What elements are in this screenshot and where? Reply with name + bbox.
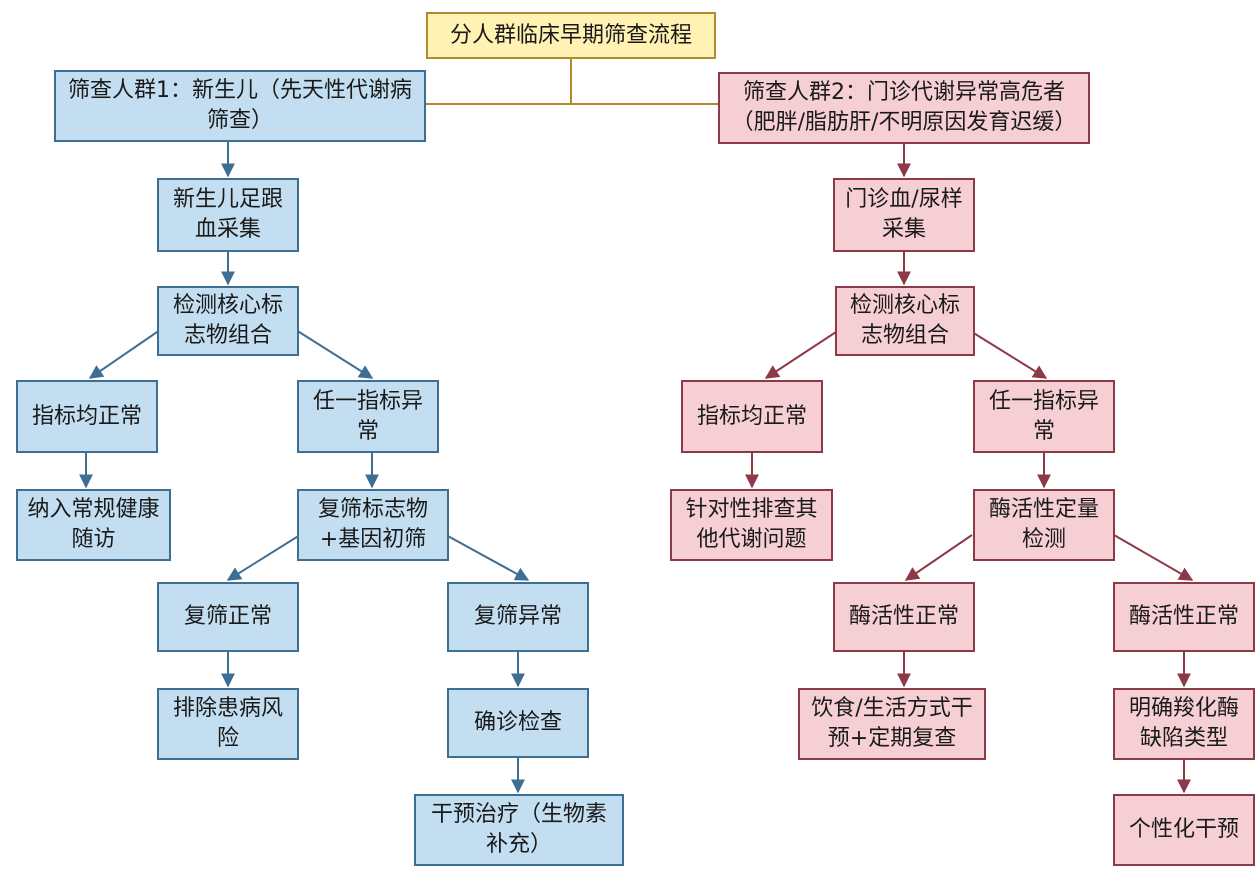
arrow-left-rescreen-to-abnormal — [445, 534, 530, 581]
right-markers-node: 检测核心标志物组合 — [835, 286, 975, 356]
arrow-right-markers-to-abnormal — [971, 331, 1048, 379]
right-enzyme-node: 酶活性定量检测 — [973, 489, 1115, 561]
right-other-node: 针对性排查其他代谢问题 — [670, 489, 833, 561]
right-normal-node: 指标均正常 — [681, 380, 823, 453]
right-group-node: 筛查人群2：门诊代谢异常高危者（肥胖/脂肪肝/不明原因发育迟缓） — [718, 72, 1090, 144]
arrow-left-markers-to-normal — [88, 329, 161, 379]
flowchart-title: 分人群临床早期筛查流程 — [426, 12, 716, 59]
right-personal-node: 个性化干预 — [1113, 794, 1255, 866]
left-sample-node: 新生儿足跟血采集 — [157, 178, 299, 252]
left-confirm-node: 确诊检查 — [447, 688, 589, 758]
arrow-left-rescreen-to-normal — [226, 534, 301, 581]
left-rescreen-normal-node: 复筛正常 — [157, 582, 299, 652]
left-abnormal-node: 任一指标异常 — [297, 380, 439, 453]
right-deficiency-node: 明确羧化酶缺陷类型 — [1113, 688, 1255, 760]
right-lifestyle-node: 饮食/生活方式干预+定期复查 — [798, 688, 986, 760]
arrow-right-enzyme-to-normal-b — [1113, 534, 1194, 581]
left-markers-node: 检测核心标志物组合 — [157, 286, 299, 356]
title-connector — [426, 59, 718, 105]
left-treat-node: 干预治疗（生物素补充） — [414, 794, 624, 866]
left-followup-node: 纳入常规健康随访 — [16, 489, 171, 561]
right-enzyme-normal-b-node: 酶活性正常 — [1113, 582, 1255, 652]
arrow-right-enzyme-to-normal-a — [904, 534, 973, 581]
left-normal-node: 指标均正常 — [16, 380, 158, 453]
right-sample-node: 门诊血/尿样采集 — [833, 178, 975, 252]
right-enzyme-normal-a-node: 酶活性正常 — [833, 582, 975, 652]
left-group-node: 筛查人群1：新生儿（先天性代谢病筛查） — [54, 70, 426, 142]
arrow-left-markers-to-abnormal — [295, 329, 374, 379]
left-rescreen-node: 复筛标志物+基因初筛 — [297, 489, 449, 561]
arrow-right-markers-to-normal — [764, 331, 837, 379]
left-rescreen-abnormal-node: 复筛异常 — [447, 582, 589, 652]
left-exclude-node: 排除患病风险 — [157, 688, 299, 760]
right-abnormal-node: 任一指标异常 — [973, 380, 1115, 453]
